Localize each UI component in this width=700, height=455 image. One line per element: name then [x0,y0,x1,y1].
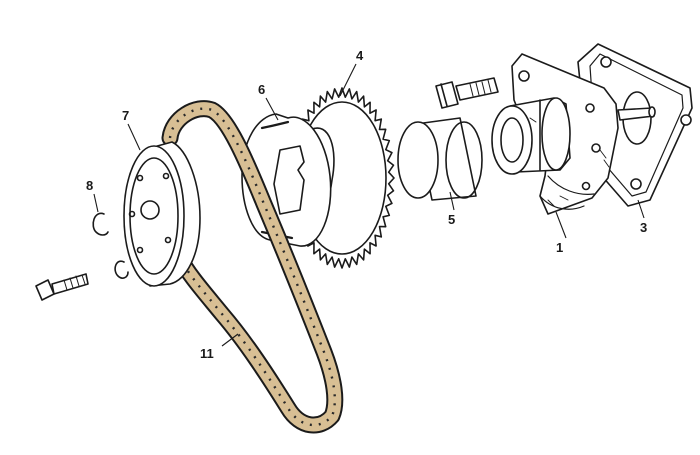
callout-gasket: 3 [640,220,647,235]
part-bolt-upper [435,77,499,109]
callout-chain: 11 [200,346,214,361]
callout-dog-plate: 6 [258,82,265,97]
callout-housing: 1 [556,240,563,255]
callout-circlip: 8 [86,178,93,193]
callout-pulley: 7 [122,108,129,123]
callout-sleeve: 5 [448,212,455,227]
part-circlip [92,212,129,279]
leader-lines [93,63,645,347]
callout-sprocket: 4 [356,48,364,63]
part-bolt-lower [35,273,89,301]
part-pulley [123,141,201,287]
part-sleeve [397,117,483,201]
part-chain [161,100,344,434]
part-housing [491,53,656,215]
